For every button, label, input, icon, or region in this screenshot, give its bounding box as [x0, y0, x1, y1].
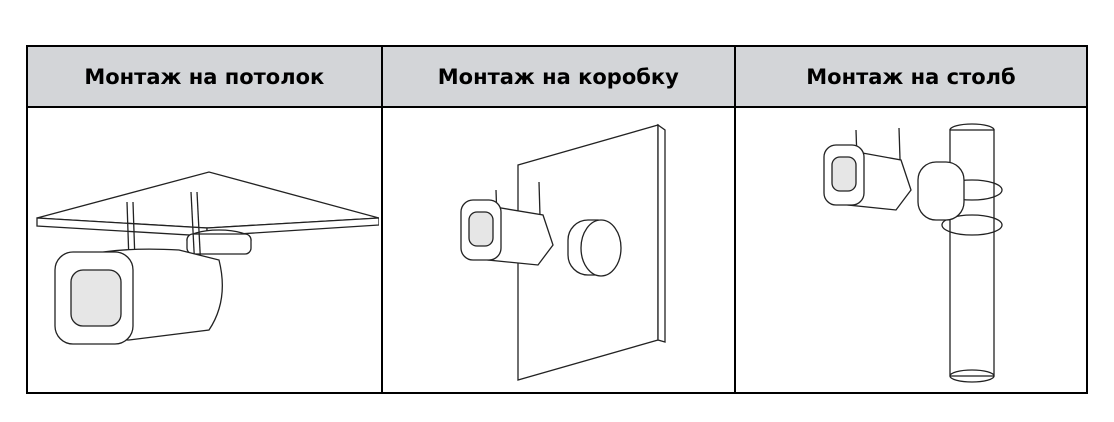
mounting-methods-table: Монтаж на потолок Монтаж на коробку Монт…	[26, 45, 1089, 394]
header-box-mount: Монтаж на коробку	[380, 45, 736, 108]
table-header-row: Монтаж на потолок Монтаж на коробку Монт…	[26, 45, 1089, 108]
table-row	[26, 106, 1089, 394]
header-ceiling-mount: Монтаж на потолок	[26, 45, 383, 108]
ceiling-mount-cell	[26, 106, 383, 394]
pole-mount-illustration	[823, 123, 1003, 383]
pole-mount-cell	[733, 106, 1089, 394]
junction-box-mount-illustration	[460, 123, 666, 381]
box-mount-cell	[380, 106, 736, 394]
header-pole-mount: Монтаж на столб	[733, 45, 1089, 108]
ceiling-mount-illustration	[36, 171, 380, 345]
